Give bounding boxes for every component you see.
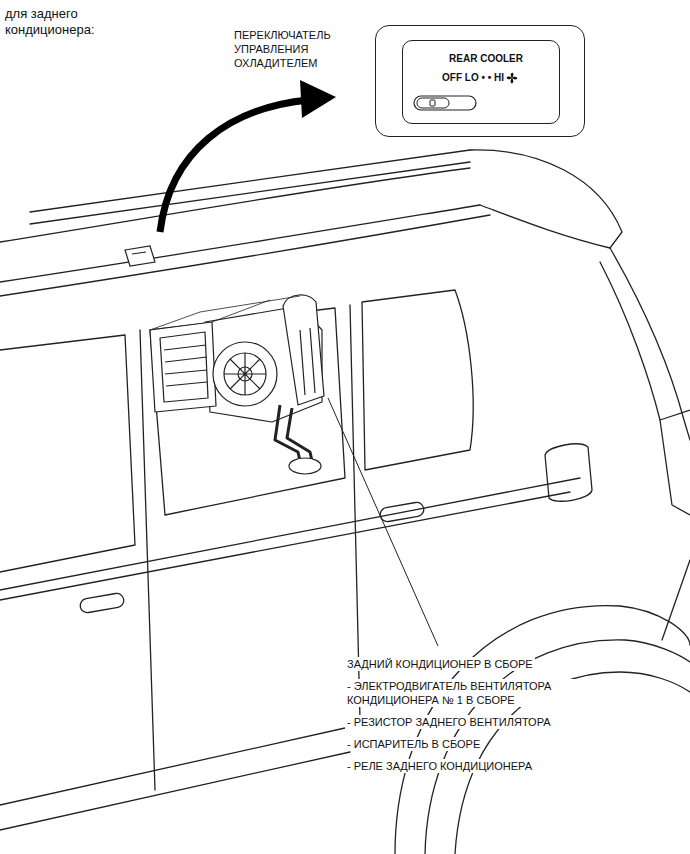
switch-body	[125, 246, 155, 266]
switch-slot	[132, 252, 146, 254]
quarter-window	[362, 290, 473, 470]
vent-duct	[150, 322, 216, 412]
arrow-shaft	[160, 100, 308, 232]
component-item: - РЕЛЕ ЗАДНЕГО КОНДИЦИОНЕРА	[345, 759, 534, 773]
pipe-bracket	[289, 458, 321, 474]
slide-switch	[413, 93, 477, 113]
belt-line	[0, 492, 570, 600]
rear-edge	[600, 262, 660, 420]
door-handle	[79, 592, 125, 613]
evaporator-fins	[300, 328, 315, 395]
component-item: - ЭЛЕКТРОДВИГАТЕЛЬ ВЕНТИЛЯТОРА КОНДИЦИОН…	[345, 679, 639, 707]
switch-face: REAR COOLER OFF LO • • HI	[402, 40, 560, 124]
switch-panel: REAR COOLER OFF LO • • HI	[375, 25, 585, 137]
panel-heading: REAR COOLER	[449, 53, 523, 65]
position-row: OFF LO • • HI	[442, 72, 518, 84]
tail-light	[660, 410, 690, 515]
switch-positions: OFF LO • • HI	[442, 72, 504, 84]
part-name: ЗАДНИЙ КОНДИЦИОНЕР В СБОРЕ	[345, 657, 535, 671]
pointer-arrow	[160, 80, 336, 232]
slider-grip	[430, 100, 435, 106]
roof-rail	[30, 162, 470, 224]
fan-icon	[506, 72, 518, 84]
rear-edge	[610, 248, 690, 440]
roof-edge	[0, 215, 490, 296]
rocker-line	[0, 728, 345, 805]
roof-rail	[30, 150, 470, 212]
component-item: - РЕЗИСТОР ЗАДНЕГО ВЕНТИЛЯТОРА	[345, 715, 553, 729]
vent-grille	[164, 345, 207, 386]
part-name: ПЕРЕКЛЮЧАТЕЛЬ УПРАВЛЕНИЯ ОХЛАДИТЕЛЕМ	[232, 28, 351, 70]
spoiler	[470, 150, 622, 248]
wheel-arch	[395, 606, 690, 854]
fan-blades	[224, 353, 266, 395]
roof-switch	[125, 246, 155, 266]
evaporator-case	[283, 295, 324, 405]
door-seam	[140, 330, 155, 790]
panel-heading-row: REAR COOLER	[449, 53, 523, 65]
front-window	[0, 335, 135, 572]
bumper-line	[662, 560, 690, 640]
roof-edge	[0, 205, 480, 282]
figure-title: для заднего кондиционера:	[5, 6, 125, 38]
blower-housing	[213, 342, 277, 406]
belt-line	[0, 478, 580, 590]
car-body	[0, 150, 690, 854]
fan-blades	[507, 73, 518, 84]
slider-track	[414, 96, 476, 110]
door-handle	[379, 501, 425, 522]
blower-fan	[224, 353, 266, 395]
fuel-door	[545, 444, 592, 501]
slider-knob	[417, 98, 449, 108]
vent-opening	[160, 332, 208, 402]
component-item: - ИСПАРИТЕЛЬ В СБОРЕ	[345, 737, 482, 751]
mount-lines	[150, 296, 300, 330]
rocker-line	[0, 752, 350, 830]
rear-ac-unit	[150, 295, 324, 474]
arrow-head	[300, 80, 336, 118]
leader-line	[328, 398, 438, 646]
